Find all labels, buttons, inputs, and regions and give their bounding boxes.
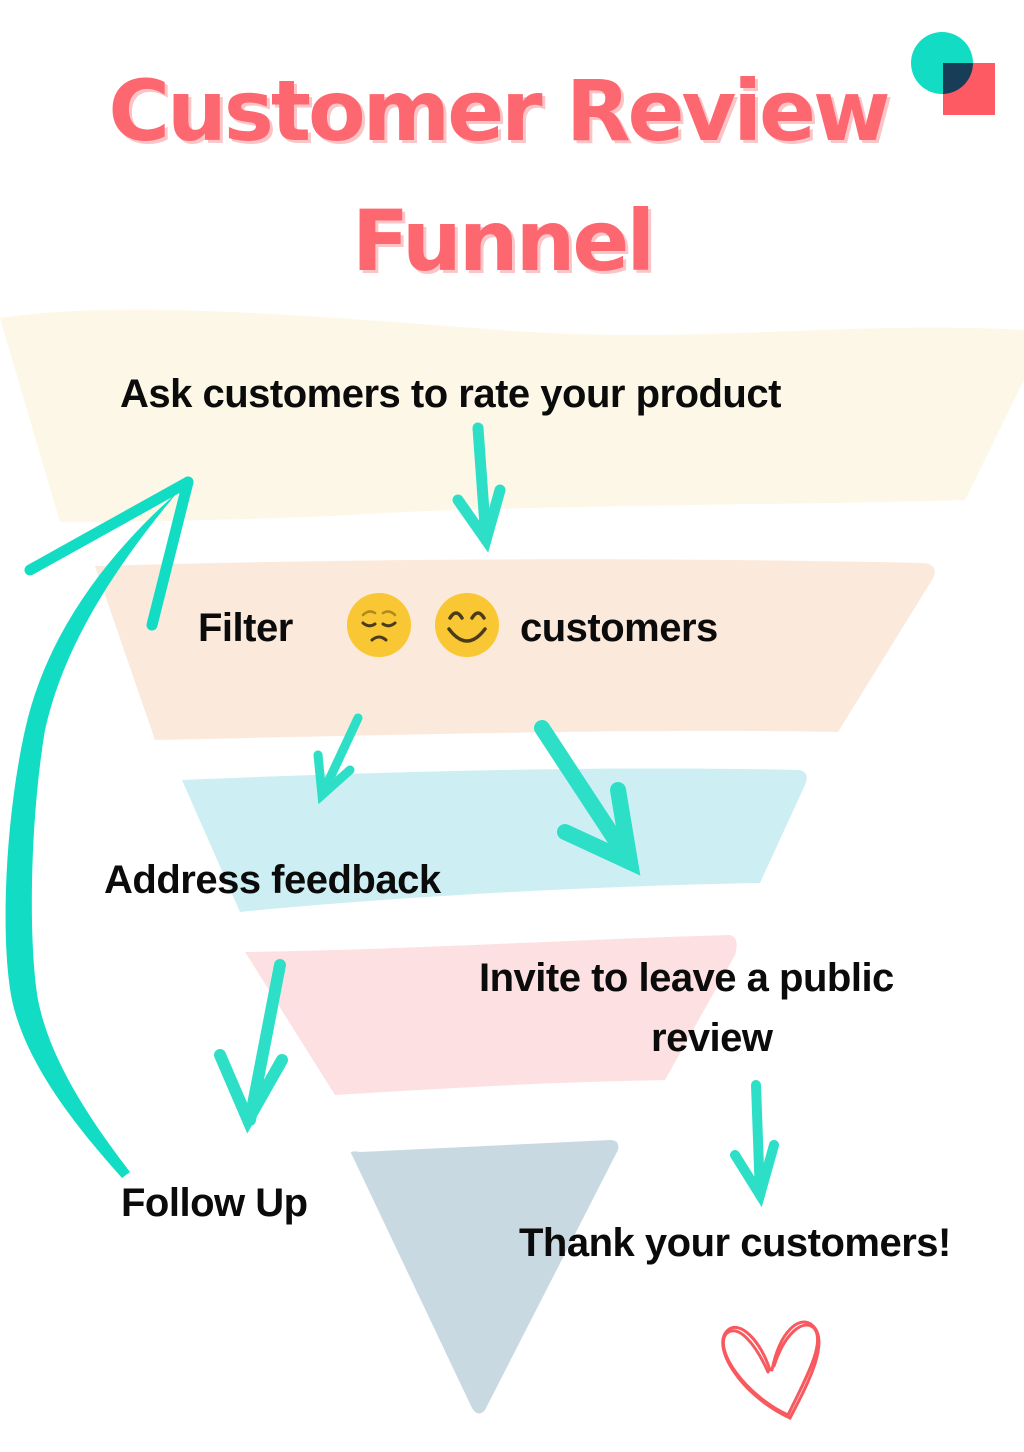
down-arrow-follow-up-icon [214, 959, 288, 1134]
down-arrow-icon [452, 422, 506, 553]
circle-square-logo-icon [911, 32, 995, 115]
step-ask-label: Ask customers to rate your product [120, 372, 781, 416]
step-filter-customers-label: customers [520, 606, 718, 650]
funnel-band-2 [95, 559, 935, 740]
step-thank-label: Thank your customers! [519, 1221, 951, 1265]
step-address-feedback-label: Address feedback [104, 858, 441, 902]
step-follow-up-label: Follow Up [121, 1181, 308, 1225]
step-filter-label: Filter [198, 606, 293, 650]
step-invite-label-line-2: review [651, 1016, 773, 1060]
funnel-band-1 [0, 309, 1024, 522]
funnel-tip [351, 1140, 619, 1414]
title-line-1: Customer Review [108, 62, 890, 160]
down-left-arrow-icon [313, 713, 363, 805]
step-invite-label-line-1: Invite to leave a public [479, 956, 894, 1000]
down-right-arrow-icon [534, 720, 641, 876]
funnel-band-4 [245, 935, 737, 1095]
down-arrow-thank-icon [730, 1080, 779, 1208]
pensive-face-icon [347, 593, 411, 657]
curved-loop-arrow-icon [5, 476, 194, 1178]
heart-icon [721, 1320, 821, 1420]
title-line-2: Funnel [351, 192, 655, 290]
smiling-face-icon [435, 593, 499, 657]
funnel-band-3 [182, 768, 807, 912]
